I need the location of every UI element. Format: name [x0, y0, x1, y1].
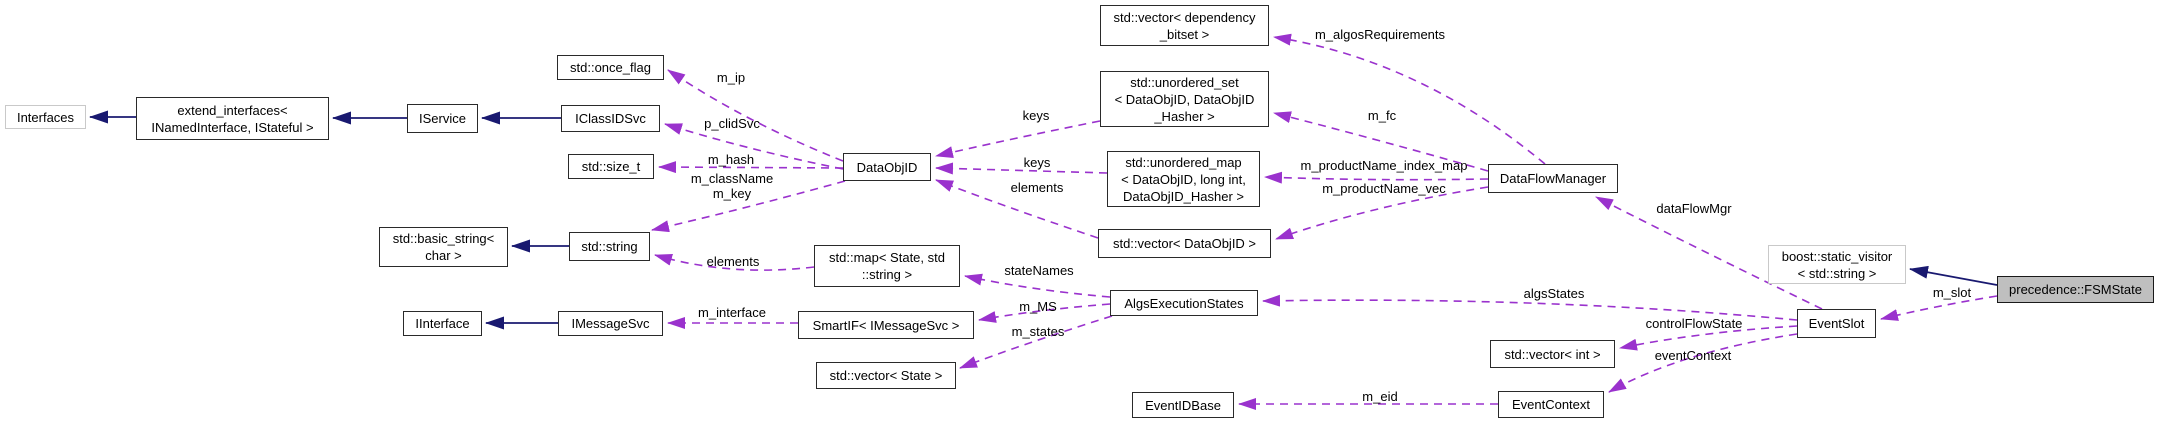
- node-iinterface-label: IInterface: [415, 316, 470, 331]
- edge-label-m-hash: m_hash: [707, 152, 755, 167]
- node-eventcontext-label: EventContext: [1511, 397, 1591, 412]
- node-smartif-imessagesvc-label: SmartIF< IMessageSvc >: [812, 317, 960, 333]
- node-extend-interfaces[interactable]: extend_interfaces< INamedInterface, ISta…: [136, 97, 329, 140]
- node-eventidbase-label: EventIDBase: [1145, 397, 1221, 413]
- node-imessagesvc-label: IMessageSvc: [571, 316, 650, 331]
- node-eventcontext[interactable]: EventContext: [1498, 391, 1604, 418]
- node-vector-dataobjid[interactable]: std::vector< DataObjID >: [1098, 229, 1271, 258]
- node-dataobjid[interactable]: DataObjID: [843, 153, 931, 181]
- node-basic-string[interactable]: std::basic_string< char >: [379, 227, 508, 267]
- node-boost-static-visitor: boost::static_visitor < std::string >: [1768, 245, 1906, 284]
- node-vector-dataobjid-label: std::vector< DataObjID >: [1112, 236, 1257, 251]
- node-extend-interfaces-label: extend_interfaces< INamedInterface, ISta…: [151, 102, 314, 135]
- node-iservice[interactable]: IService: [407, 104, 478, 133]
- node-dataflowmanager[interactable]: DataFlowManager: [1488, 164, 1618, 193]
- node-std-once-flag-label: std::once_flag: [570, 60, 651, 75]
- edge-label-algsstates: algsStates: [1523, 286, 1585, 301]
- edge-usage-algsstates: [1262, 294, 1798, 321]
- node-unordered-map-label: std::unordered_map < DataObjID, long int…: [1121, 154, 1246, 204]
- node-std-string[interactable]: std::string: [569, 232, 650, 261]
- node-precedence-fsmstate: precedence::FSMState: [1997, 276, 2154, 303]
- edge-usage-m-algosrequirements: [1273, 33, 1546, 165]
- node-iclassidsvc[interactable]: IClassIDSvc: [561, 105, 660, 132]
- edge-usage-dataflowmgr: [1595, 196, 1823, 310]
- node-boost-static-visitor-label: boost::static_visitor < std::string >: [1781, 248, 1893, 281]
- edge-label-m-eid: m_eid: [1362, 389, 1398, 404]
- edge-usage-keys-map: [935, 162, 1108, 175]
- edge-label-keys-map: keys: [1023, 155, 1051, 170]
- edge-label-dataflowmgr: dataFlowMgr: [1656, 201, 1732, 216]
- node-algsexecutionstates[interactable]: AlgsExecutionStates: [1110, 290, 1258, 316]
- node-vector-dependency-bitset-label: std::vector< dependency _bitset >: [1113, 9, 1256, 42]
- edge-usage-m-slot: [1880, 295, 1998, 321]
- node-vector-dependency-bitset[interactable]: std::vector< dependency _bitset >: [1100, 5, 1269, 46]
- node-std-size-t-label: std::size_t: [581, 159, 641, 174]
- node-eventslot-label: EventSlot: [1808, 316, 1865, 331]
- edge-label-m-ip: m_ip: [716, 70, 746, 85]
- edge-label-m-slot: m_slot: [1932, 285, 1972, 300]
- edge-usage-m-productname-index-map: [1264, 171, 1489, 184]
- edge-label-elements-map: elements: [706, 254, 760, 269]
- edge-label-m-interface: m_interface: [698, 305, 766, 320]
- edge-label-m-productname-index-map: m_productName_index_map: [1300, 158, 1468, 173]
- node-std-size-t[interactable]: std::size_t: [568, 154, 654, 179]
- node-unordered-set[interactable]: std::unordered_set < DataObjID, DataObjI…: [1100, 71, 1269, 127]
- node-eventidbase[interactable]: EventIDBase: [1132, 392, 1234, 418]
- node-interfaces: Interfaces: [5, 105, 86, 129]
- edge-label-m-states: m_states: [1011, 324, 1065, 339]
- node-unordered-set-label: std::unordered_set < DataObjID, DataObjI…: [1114, 74, 1255, 124]
- edge-usage-m-ms: [978, 303, 1111, 323]
- node-precedence-fsmstate-label: precedence::FSMState: [2009, 282, 2142, 297]
- edge-label-elements-vecdoi: elements: [1010, 180, 1064, 195]
- edge-usage-elements-vecdoi: [935, 179, 1099, 239]
- node-iclassidsvc-label: IClassIDSvc: [575, 111, 646, 126]
- edge-usage-controlflowstate: [1619, 325, 1798, 351]
- node-vector-state-label: std::vector< State >: [829, 368, 943, 383]
- node-smartif-imessagesvc[interactable]: SmartIF< IMessageSvc >: [798, 311, 974, 339]
- edge-usage-m-hash: [658, 161, 844, 174]
- edge-label-m-fc: m_fc: [1367, 108, 1397, 123]
- edge-usage-m-classname-key: [651, 180, 846, 233]
- node-algsexecutionstates-label: AlgsExecutionStates: [1124, 295, 1244, 311]
- edge-usage-eventcontext: [1608, 333, 1798, 393]
- edge-usage-elements-map: [654, 254, 815, 271]
- edge-label-m-classname-m-key: m_className m_key: [690, 171, 774, 201]
- edge-inherit-fsmstate-staticvisitor: [1909, 265, 1998, 286]
- node-iservice-label: IService: [419, 111, 466, 126]
- node-basic-string-label: std::basic_string< char >: [392, 231, 495, 263]
- node-dataobjid-label: DataObjID: [856, 159, 918, 175]
- node-std-string-label: std::string: [581, 239, 638, 254]
- edge-label-statenames: stateNames: [1004, 263, 1074, 278]
- node-dataflowmanager-label: DataFlowManager: [1499, 171, 1607, 186]
- edge-label-m-ms: m_MS: [1019, 299, 1057, 314]
- edge-usage-m-states: [959, 315, 1113, 369]
- edge-label-controlflowstate: controlFlowState: [1645, 316, 1743, 331]
- node-unordered-map[interactable]: std::unordered_map < DataObjID, long int…: [1107, 151, 1260, 207]
- node-std-once-flag[interactable]: std::once_flag: [557, 55, 664, 80]
- edge-usage-keys-set: [935, 120, 1101, 159]
- node-iinterface[interactable]: IInterface: [403, 311, 482, 336]
- edge-usage-m-productname-vec: [1275, 186, 1489, 240]
- edge-label-m-productname-vec: m_productName_vec: [1322, 181, 1446, 196]
- node-eventslot[interactable]: EventSlot: [1797, 309, 1876, 338]
- edge-usage-m-ip: [667, 69, 844, 162]
- edge-label-m-algosrequirements: m_algosRequirements: [1314, 27, 1446, 42]
- node-vector-int[interactable]: std::vector< int >: [1490, 340, 1615, 368]
- node-vector-int-label: std::vector< int >: [1504, 346, 1601, 362]
- edge-label-p-clidsvc: p_clidSvc: [704, 116, 760, 131]
- node-imessagesvc[interactable]: IMessageSvc: [558, 311, 663, 336]
- node-map-state-string-label: std::map< State, std ::string >: [829, 250, 945, 282]
- edge-usage-statenames: [964, 273, 1111, 298]
- edge-label-eventcontext: eventContext: [1654, 348, 1732, 363]
- edge-label-keys-set: keys: [1022, 108, 1050, 123]
- node-map-state-string[interactable]: std::map< State, std ::string >: [814, 245, 960, 287]
- node-vector-state[interactable]: std::vector< State >: [816, 362, 956, 389]
- node-interfaces-label: Interfaces: [16, 109, 75, 125]
